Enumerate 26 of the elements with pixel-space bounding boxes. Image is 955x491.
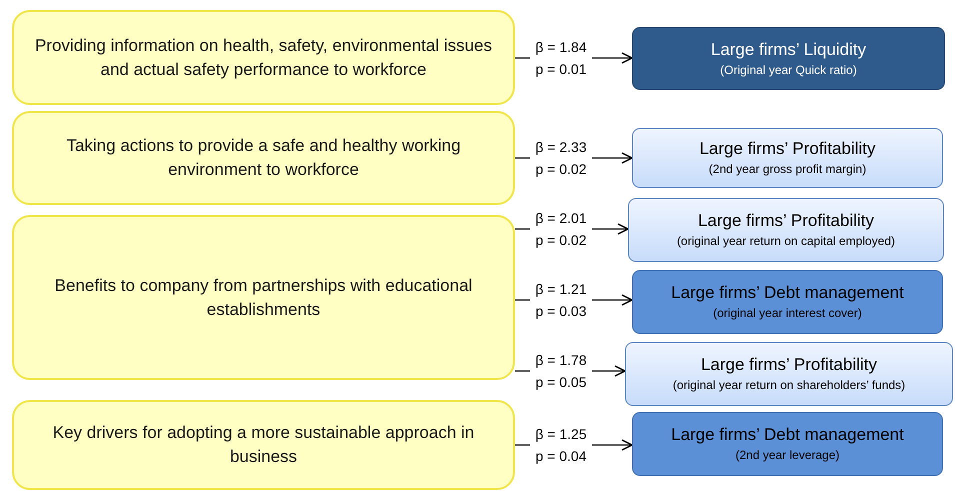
outcome-subtitle: (original year return on shareholders’ funds) — [672, 377, 906, 394]
outcome-box — [632, 27, 945, 90]
factor-text: Key drivers for adopting a more sustainable approach in business — [52, 422, 476, 468]
factor-box — [12, 10, 515, 105]
outcome-subtitle: (Original year Quick ratio) — [720, 62, 857, 78]
outcome-subtitle: (original year interest cover) — [713, 305, 862, 322]
outcome-subtitle: (2nd year leverage) — [735, 447, 840, 464]
outcome-box — [632, 270, 943, 334]
factor-text: Benefits to company from partnerships with educational establishments — [54, 274, 474, 320]
outcome-title: Large firms’ Debt management — [671, 424, 904, 446]
outcome-subtitle: (original year return on capital employed) — [676, 233, 896, 250]
outcome-title: Large firms’ Profitability — [699, 138, 876, 160]
outcome-box — [632, 128, 943, 188]
outcome-title: Large firms’ Debt management — [671, 282, 904, 304]
outcome-title: Large firms’ Profitability — [698, 210, 874, 232]
factor-box — [12, 111, 515, 205]
factor-text: Providing information on health, safety, environmental issues and actual safety performance to workforce — [34, 34, 494, 80]
outcome-box — [628, 198, 944, 262]
outcome-box — [632, 412, 943, 476]
outcome-box — [625, 342, 953, 406]
factor-box — [12, 215, 515, 380]
outcome-subtitle: (2nd year gross profit margin) — [708, 161, 866, 178]
factor-text: Taking actions to provide a safe and healthy working environment to workforce — [65, 135, 462, 181]
factor-box — [12, 400, 515, 490]
outcome-title: Large firms’ Profitability — [700, 354, 878, 376]
outcome-title: Large firms’ Liquidity — [710, 38, 866, 60]
